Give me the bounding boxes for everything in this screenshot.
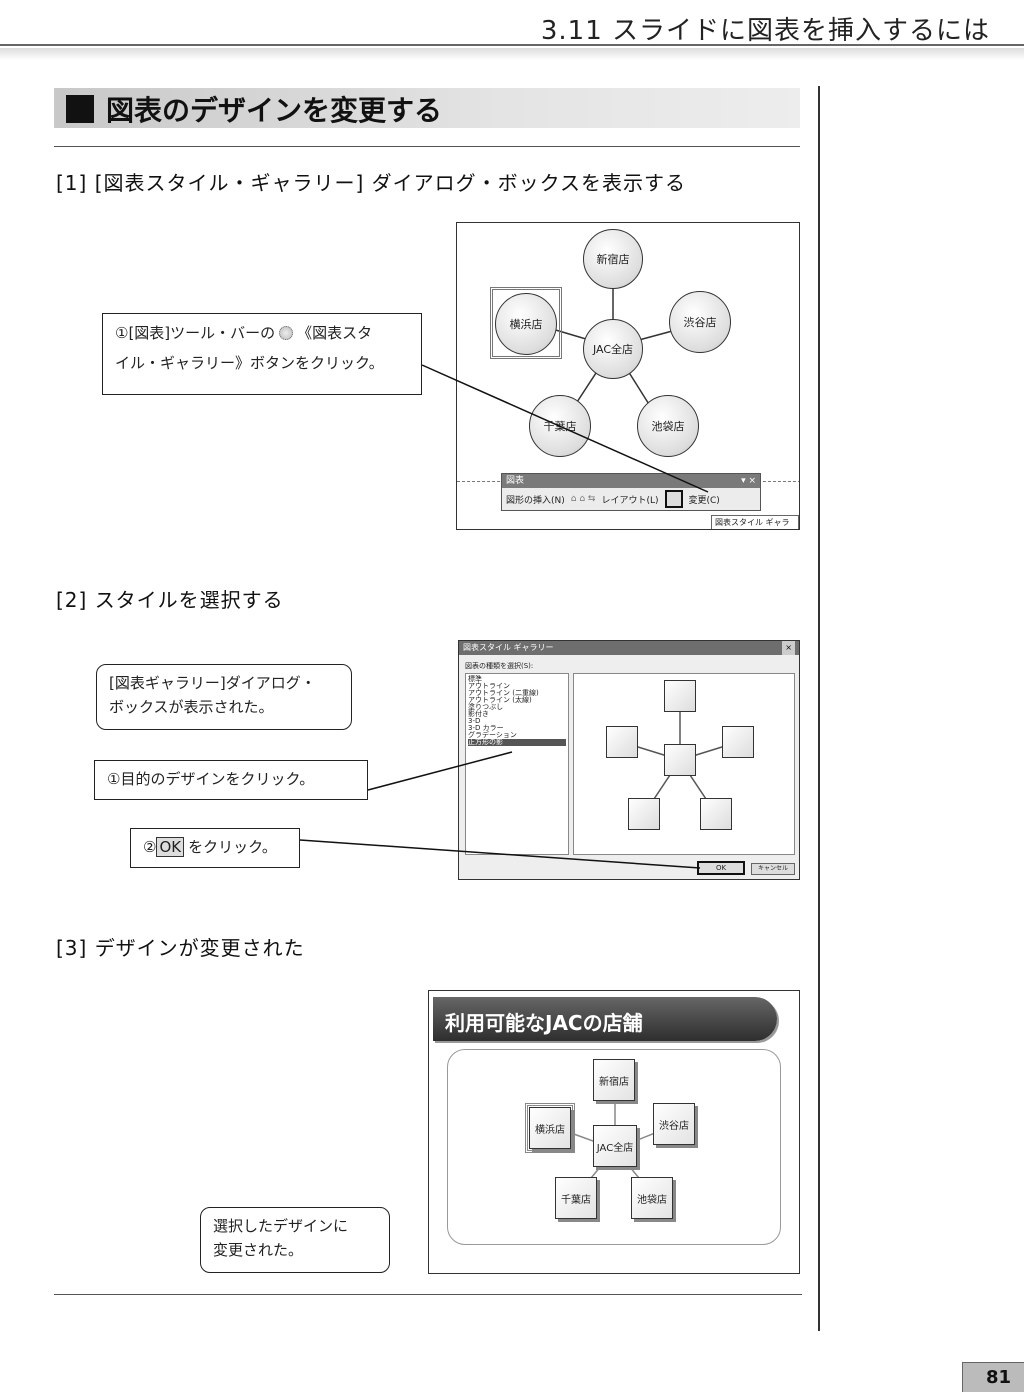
ok-label-highlight: OK <box>156 837 185 857</box>
style-item[interactable]: 影付き <box>468 710 489 718</box>
change-button[interactable]: 変更(C) <box>688 495 720 506</box>
section-title: 図表のデザインを変更する <box>106 94 443 127</box>
style-item[interactable]: 塗りつぶし <box>468 703 504 711</box>
section-square-icon <box>66 95 94 123</box>
right-margin-rule <box>818 86 820 1331</box>
callout-text: をクリック。 <box>188 838 277 856</box>
style-item[interactable]: グラデーション <box>468 731 517 739</box>
page-number-box <box>962 1362 1024 1392</box>
node-left[interactable]: 横浜店 <box>495 293 557 355</box>
result-node-bottom-right[interactable]: 池袋店 <box>631 1177 673 1219</box>
preview-node <box>664 744 696 776</box>
step-1-heading: [1] [図表スタイル・ギャラリー] ダイアログ・ボックスを表示する <box>56 171 687 195</box>
diagram-toolbar[interactable]: 図表 ▾ × 図形の挿入(N) ⌂ ⌂ ⇆ レイアウト(L) 変更(C) <box>501 473 761 511</box>
style-item[interactable]: 3-D カラー <box>468 724 504 732</box>
callout-text: 《図表スタ <box>297 324 373 342</box>
node-bottom-right[interactable]: 池袋店 <box>637 395 699 457</box>
toolbar-icons[interactable]: ⌂ ⌂ ⇆ <box>570 494 596 504</box>
style-item[interactable]: アウトライン <box>468 682 510 690</box>
screenshot-gallery-dialog: 図表スタイル ギャラリー × 図表の種類を選択(S): 標準 アウトライン アウ… <box>458 640 800 880</box>
style-item-selected[interactable]: 正方形の影 <box>468 739 566 746</box>
section-title-box <box>54 88 800 128</box>
callout-select-design: ①目的のデザインをクリック。 <box>94 760 368 800</box>
style-item[interactable]: アウトライン (二重線) <box>468 689 539 697</box>
close-icon[interactable]: ▾ × <box>741 476 756 486</box>
diagram-frame <box>447 1049 781 1245</box>
preview-node <box>722 726 754 758</box>
cancel-button[interactable]: キャンセル <box>751 863 795 875</box>
callout-text: イル・ギャラリー》ボタンをクリック。 <box>115 354 384 372</box>
tooltip: 図表スタイル ギャラリー <box>711 515 799 529</box>
style-item[interactable]: 標準 <box>468 675 482 683</box>
node-top[interactable]: 新宿店 <box>583 229 643 289</box>
running-head-band <box>0 0 1024 46</box>
running-head-shade <box>0 48 1024 60</box>
selection-frame <box>490 287 562 359</box>
node-center[interactable]: JAC全店 <box>583 319 643 379</box>
callout-text: ①[図表]ツール・バーの <box>115 324 276 342</box>
toolbar-title: 図表 <box>506 476 525 486</box>
callout-text: 選択したデザインに <box>213 1217 349 1235</box>
bottom-rule <box>54 1294 802 1295</box>
step-3-heading: [3] デザインが変更された <box>56 936 305 960</box>
callout-toolbar-button: ①[図表]ツール・バーの 《図表スタ イル・ギャラリー》ボタンをクリック。 <box>102 313 422 395</box>
callout-gallery-shown: [図表ギャラリー]ダイアログ・ ボックスが表示された。 <box>96 664 352 730</box>
slide-title-bar <box>433 997 777 1041</box>
dialog-title: 図表スタイル ギャラリー <box>463 643 554 652</box>
preview-node <box>700 798 732 830</box>
page-number: 81 <box>986 1367 1012 1388</box>
result-node-left[interactable]: 横浜店 <box>529 1107 571 1149</box>
result-node-center[interactable]: JAC全店 <box>593 1125 637 1167</box>
node-right[interactable]: 渋谷店 <box>669 291 731 353</box>
callout-text: [図表ギャラリー]ダイアログ・ <box>109 674 316 692</box>
step-2-heading: [2] スタイルを選択する <box>56 588 284 612</box>
list-label: 図表の種類を選択(S): <box>465 662 534 670</box>
running-head: 3.11 スライドに図表を挿入するには <box>540 16 990 46</box>
result-node-bottom-left[interactable]: 千葉店 <box>555 1177 597 1219</box>
callout-text: ボックスが表示された。 <box>109 698 274 716</box>
screenshot-diagram-toolbar: 新宿店 横浜店 JAC全店 渋谷店 千葉店 池袋店 図表 ▾ × 図形の挿入(N… <box>456 222 800 530</box>
callout-design-changed: 選択したデザインに 変更された。 <box>200 1207 390 1273</box>
slide-title: 利用可能なJACの店舗 <box>445 1011 643 1035</box>
style-item[interactable]: アウトライン (太線) <box>468 696 532 704</box>
preview-node <box>628 798 660 830</box>
preview-pane <box>573 673 795 855</box>
toolbar-titlebar: 図表 ▾ × <box>502 474 760 488</box>
gallery-button[interactable] <box>664 490 683 508</box>
callout-text: ② <box>143 838 157 856</box>
result-node-right[interactable]: 渋谷店 <box>653 1103 695 1145</box>
preview-node <box>606 726 638 758</box>
close-icon[interactable]: × <box>782 641 795 655</box>
result-node-top[interactable]: 新宿店 <box>593 1059 635 1101</box>
style-list[interactable]: 標準 アウトライン アウトライン (二重線) アウトライン (太線) 塗りつぶし… <box>465 673 569 855</box>
gallery-button-icon <box>279 326 294 340</box>
preview-node <box>664 680 696 712</box>
screenshot-result-slide: 利用可能なJACの店舗 新宿店 横浜店 JAC全店 渋谷店 千葉店 池袋店 <box>428 990 800 1274</box>
layout-button[interactable]: レイアウト(L) <box>601 495 659 506</box>
style-item[interactable]: 3-D <box>468 717 481 725</box>
callout-text: 変更された。 <box>213 1241 304 1259</box>
selection-frame <box>525 1103 575 1153</box>
insert-shape-button[interactable]: 図形の挿入(N) <box>506 495 565 506</box>
section-rule <box>54 146 800 147</box>
dialog-titlebar: 図表スタイル ギャラリー × <box>459 641 799 655</box>
